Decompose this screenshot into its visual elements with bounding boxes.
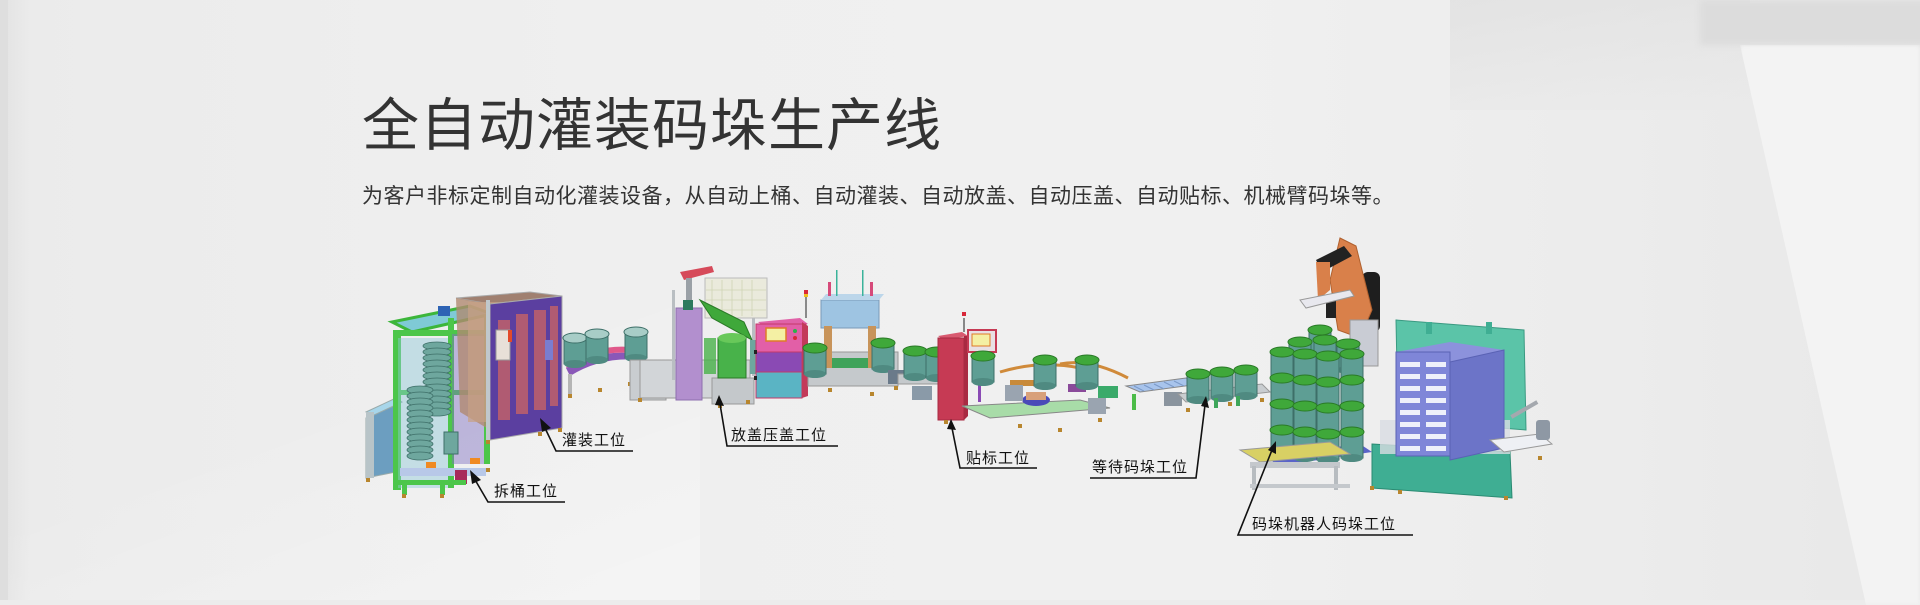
page-subtitle: 为客户非标定制自动化灌装设备，从自动上桶、自动灌装、自动放盖、自动压盖、自动贴标… (362, 184, 1394, 208)
labeling-machine (937, 312, 1129, 432)
robot-arm (1299, 237, 1380, 367)
capping-machine (629, 266, 768, 408)
background-shade (1700, 0, 1920, 45)
station-label-capping: 放盖压盖工位 (731, 426, 828, 444)
station-label-palletizing: 码垛机器人码垛工位 (1252, 515, 1397, 533)
empty-pallet-stack (1395, 342, 1505, 461)
waiting-buffer (1176, 364, 1272, 412)
station-label-unstacking: 拆桶工位 (494, 482, 559, 500)
label-pointers (473, 403, 1413, 536)
station-label-filling: 灌装工位 (562, 431, 627, 449)
page-title: 全自动灌装码垛生产线 (362, 93, 942, 159)
control-cabinet (754, 318, 808, 399)
curved-conveyor (562, 326, 649, 398)
pressing-unit (802, 270, 906, 396)
station-label-labeling: 贴标工位 (966, 449, 1031, 467)
filling-machine (455, 291, 563, 444)
station-label-waiting: 等待码垛工位 (1092, 458, 1189, 476)
palletizing-cell (1238, 237, 1554, 500)
background-edge (0, 0, 8, 600)
roller-conveyor (1124, 377, 1202, 410)
unstacking-machine (364, 304, 498, 498)
arrow-heads (470, 395, 1276, 484)
